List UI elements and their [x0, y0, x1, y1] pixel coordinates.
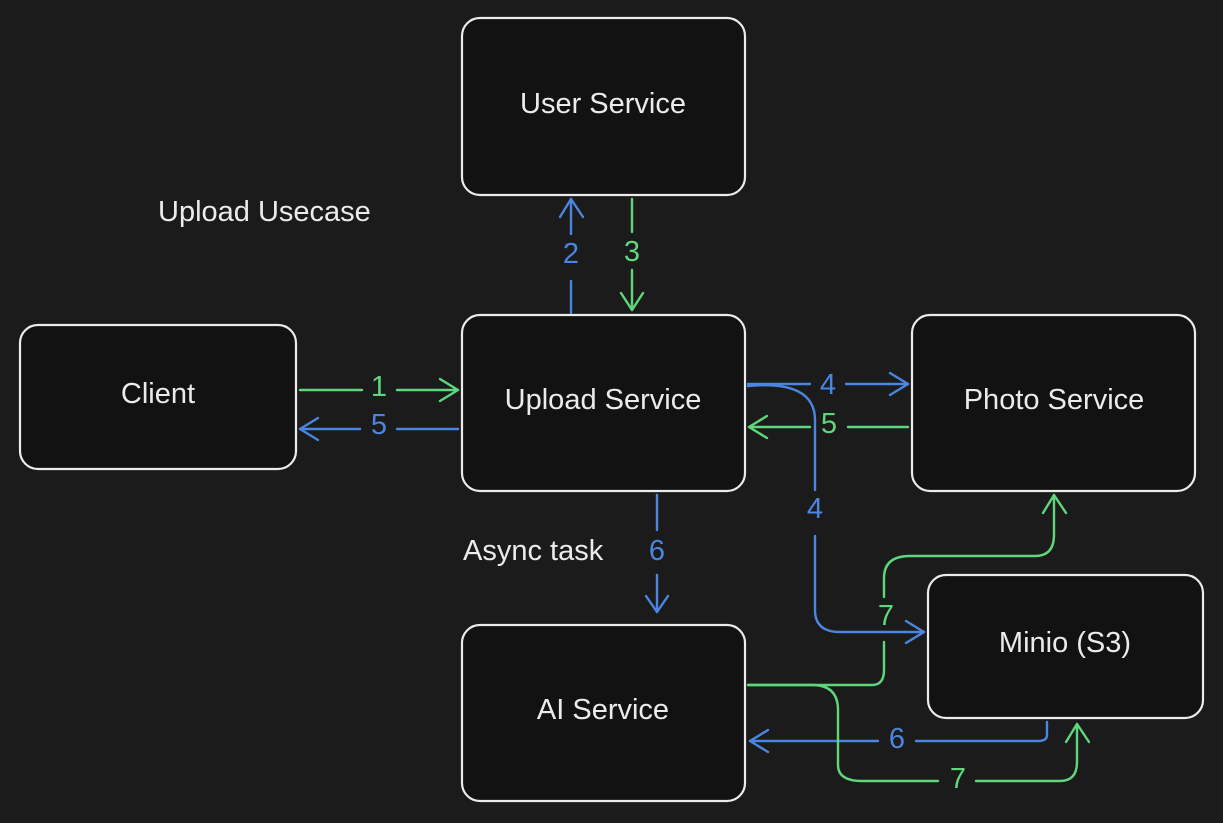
photo-service-label: Photo Service: [964, 384, 1145, 416]
step-1-label: 1: [371, 371, 387, 403]
step-2-label: 2: [563, 238, 579, 270]
step-5-client-label: 5: [371, 409, 387, 441]
step-4-minio-label: 4: [807, 493, 823, 525]
step-6-ai-label: 6: [649, 535, 665, 567]
client-label: Client: [121, 378, 195, 410]
client-box: Client: [18, 323, 298, 471]
arrow-upload-to-user: 2: [558, 197, 585, 315]
minio-box: Minio (S3): [926, 573, 1205, 720]
arrow-photo-to-upload: 5: [747, 408, 910, 440]
usecase-title: Upload Usecase: [158, 196, 371, 228]
arrow-minio-to-ai: 6: [748, 720, 1049, 755]
arrow-upload-to-photo: 4: [746, 369, 910, 401]
upload-service-label: Upload Service: [505, 384, 702, 416]
photo-service-box: Photo Service: [910, 313, 1197, 493]
step-7-minio-label: 7: [950, 763, 966, 795]
step-4-photo-label: 4: [820, 369, 836, 401]
arrow-upload-to-ai: 6: [644, 493, 670, 614]
async-task-label: Async task: [463, 535, 604, 567]
step-6-minio-label: 6: [889, 723, 905, 755]
arrow-upload-to-minio: 4: [746, 384, 926, 645]
step-7-photo-label: 7: [878, 600, 894, 632]
step-5-photo-label: 5: [821, 408, 837, 440]
arrow-ai-to-photo: 7: [746, 493, 1068, 687]
arrow-client-to-upload: 1: [298, 371, 460, 403]
minio-label: Minio (S3): [999, 627, 1131, 659]
user-service-label: User Service: [520, 88, 686, 120]
step-3-label: 3: [624, 236, 640, 268]
arrow-ai-to-minio: 7: [746, 683, 1091, 795]
ai-service-box: AI Service: [460, 623, 747, 803]
arrow-upload-to-client: 5: [298, 409, 460, 442]
arrow-user-to-upload: 3: [619, 197, 645, 312]
user-service-box: User Service: [460, 16, 747, 197]
ai-service-label: AI Service: [537, 694, 669, 726]
upload-service-box: Upload Service: [460, 313, 747, 493]
